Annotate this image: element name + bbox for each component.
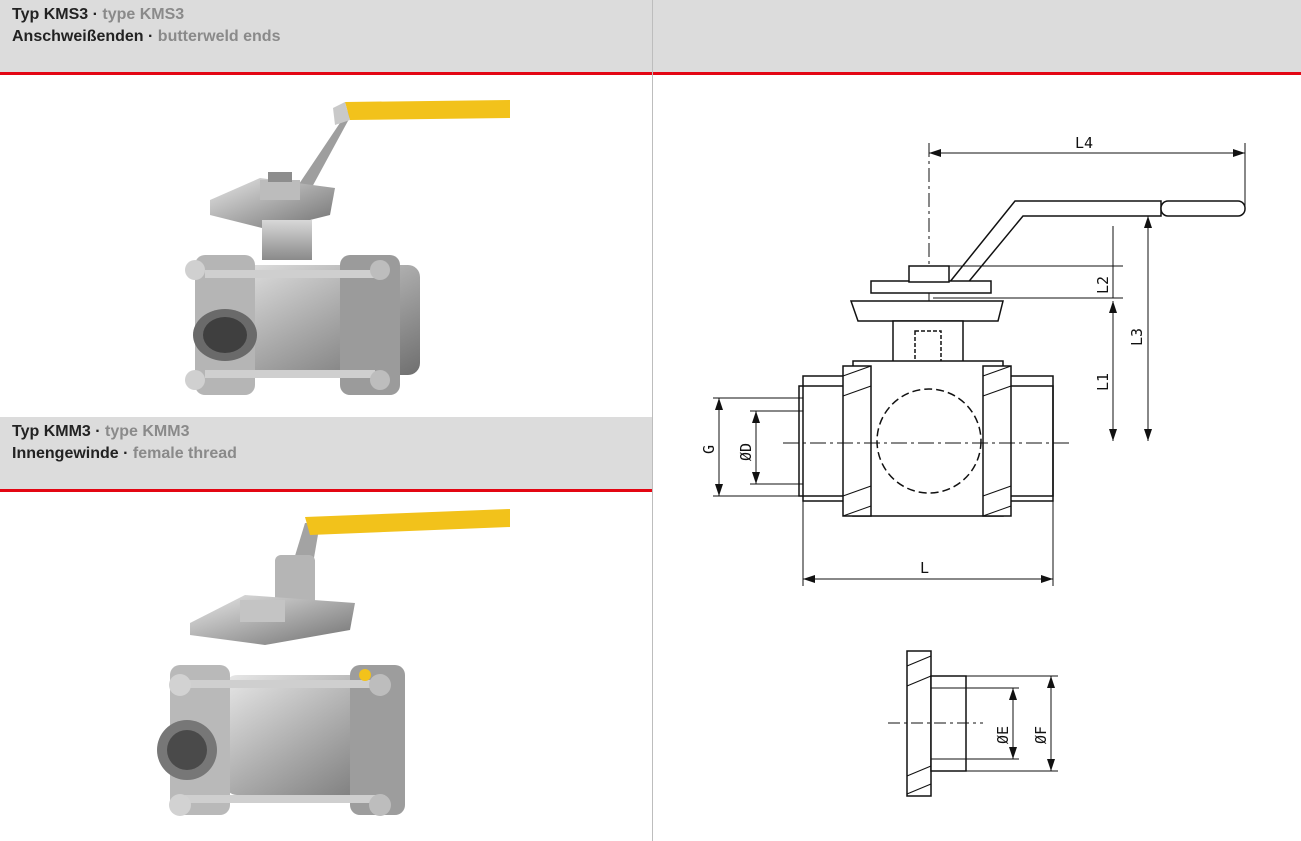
header-type-line: Typ KMS3 · type KMS3	[12, 4, 652, 26]
type-en-label: type KMM3	[105, 423, 190, 440]
header-empty-cell	[653, 0, 1301, 75]
section-header-kms3: Typ KMS3 · type KMS3 Anschweißenden · bu…	[0, 0, 652, 75]
valve-photo-kmm3	[157, 509, 510, 816]
separator: ·	[143, 28, 158, 45]
type-de-label: Typ KMM3	[12, 423, 91, 440]
type-de-label: Typ KMS3	[12, 6, 89, 23]
section-header-kmm3: Typ KMM3 · type KMM3 Innengewinde · fema…	[0, 417, 652, 492]
dim-E: ØE	[994, 726, 1012, 744]
dim-L1: L1	[1094, 373, 1112, 391]
dim-G: G	[700, 445, 718, 454]
separator: ·	[88, 6, 103, 23]
dim-L: L	[920, 559, 929, 577]
valve-photo-kms3	[185, 100, 510, 395]
dim-F: ØF	[1032, 726, 1050, 744]
dim-L3: L3	[1128, 328, 1146, 346]
type-en-label: type KMS3	[102, 6, 185, 23]
dim-L4: L4	[1075, 134, 1093, 152]
dim-L2: L2	[1094, 276, 1112, 294]
variant-de-label: Anschweißenden	[12, 28, 144, 45]
header-variant-line: Innengewinde · female thread	[12, 443, 652, 465]
header-variant-line: Anschweißenden · butterweld ends	[12, 26, 652, 48]
variant-en-label: female thread	[132, 445, 237, 462]
variant-en-label: butterweld ends	[157, 28, 281, 45]
separator: ·	[118, 445, 133, 462]
header-type-line: Typ KMM3 · type KMM3	[12, 421, 652, 443]
dim-D: ØD	[737, 443, 755, 461]
technical-drawing: L4 L2 L3 L1 G ØD	[700, 134, 1246, 797]
column-divider	[652, 0, 653, 841]
variant-de-label: Innengewinde	[12, 445, 119, 462]
separator: ·	[90, 423, 106, 440]
